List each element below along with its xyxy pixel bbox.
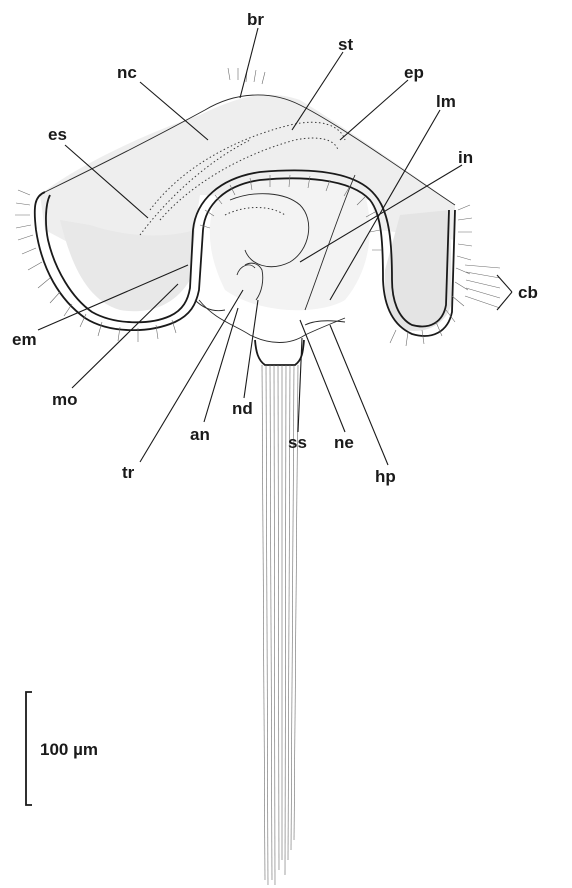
- label-ne: ne: [334, 433, 354, 452]
- label-hp: hp: [375, 467, 396, 486]
- label-nc: nc: [117, 63, 137, 82]
- leader-br: [240, 28, 258, 98]
- label-lm: lm: [436, 92, 456, 111]
- leader-cb-2: [497, 292, 512, 310]
- label-an: an: [190, 425, 210, 444]
- label-in: in: [458, 148, 473, 167]
- leader-ep: [340, 80, 408, 140]
- label-ss: ss: [288, 433, 307, 452]
- label-st: st: [338, 35, 353, 54]
- label-em: em: [12, 330, 37, 349]
- label-nd: nd: [232, 399, 253, 418]
- leader-ss: [298, 338, 302, 432]
- scale-bar: 100 µm: [26, 692, 98, 805]
- label-cb: cb: [518, 283, 538, 302]
- label-tr: tr: [122, 463, 135, 482]
- label-ep: ep: [404, 63, 424, 82]
- label-es: es: [48, 125, 67, 144]
- label-br: br: [247, 10, 264, 29]
- scale-bar-line: [26, 692, 32, 805]
- leader-cb-1: [497, 275, 512, 292]
- scale-bar-label: 100 µm: [40, 740, 98, 759]
- leader-ne: [300, 320, 345, 432]
- label-mo: mo: [52, 390, 78, 409]
